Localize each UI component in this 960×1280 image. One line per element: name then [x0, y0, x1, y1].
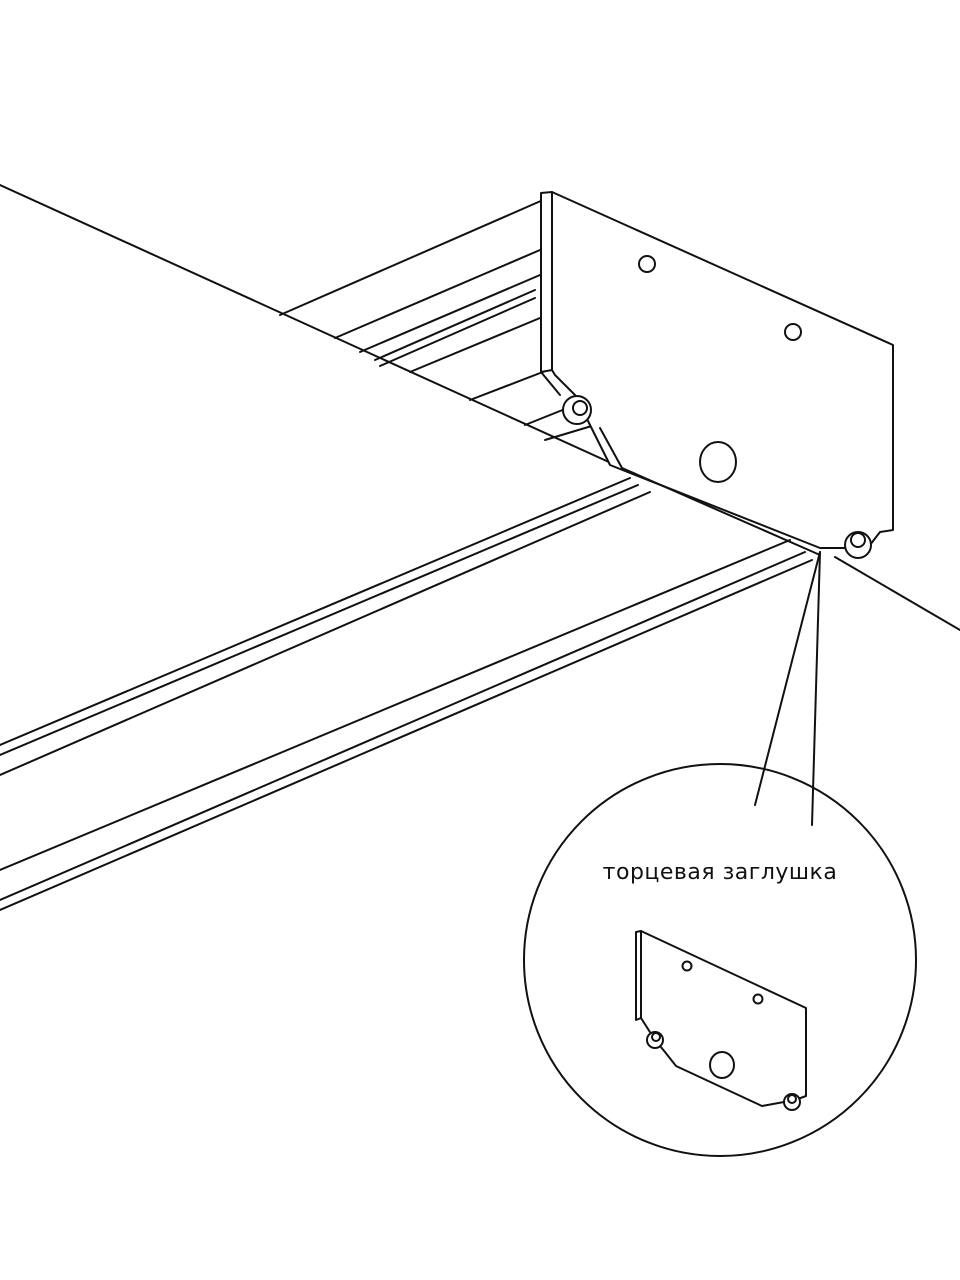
profile-body	[0, 199, 813, 911]
end-cap	[540, 191, 894, 559]
callout	[523, 551, 917, 1157]
callout-label: торцевая заглушка	[602, 860, 838, 885]
ceiling-lines	[0, 184, 960, 631]
end-cap-detail	[635, 930, 807, 1111]
